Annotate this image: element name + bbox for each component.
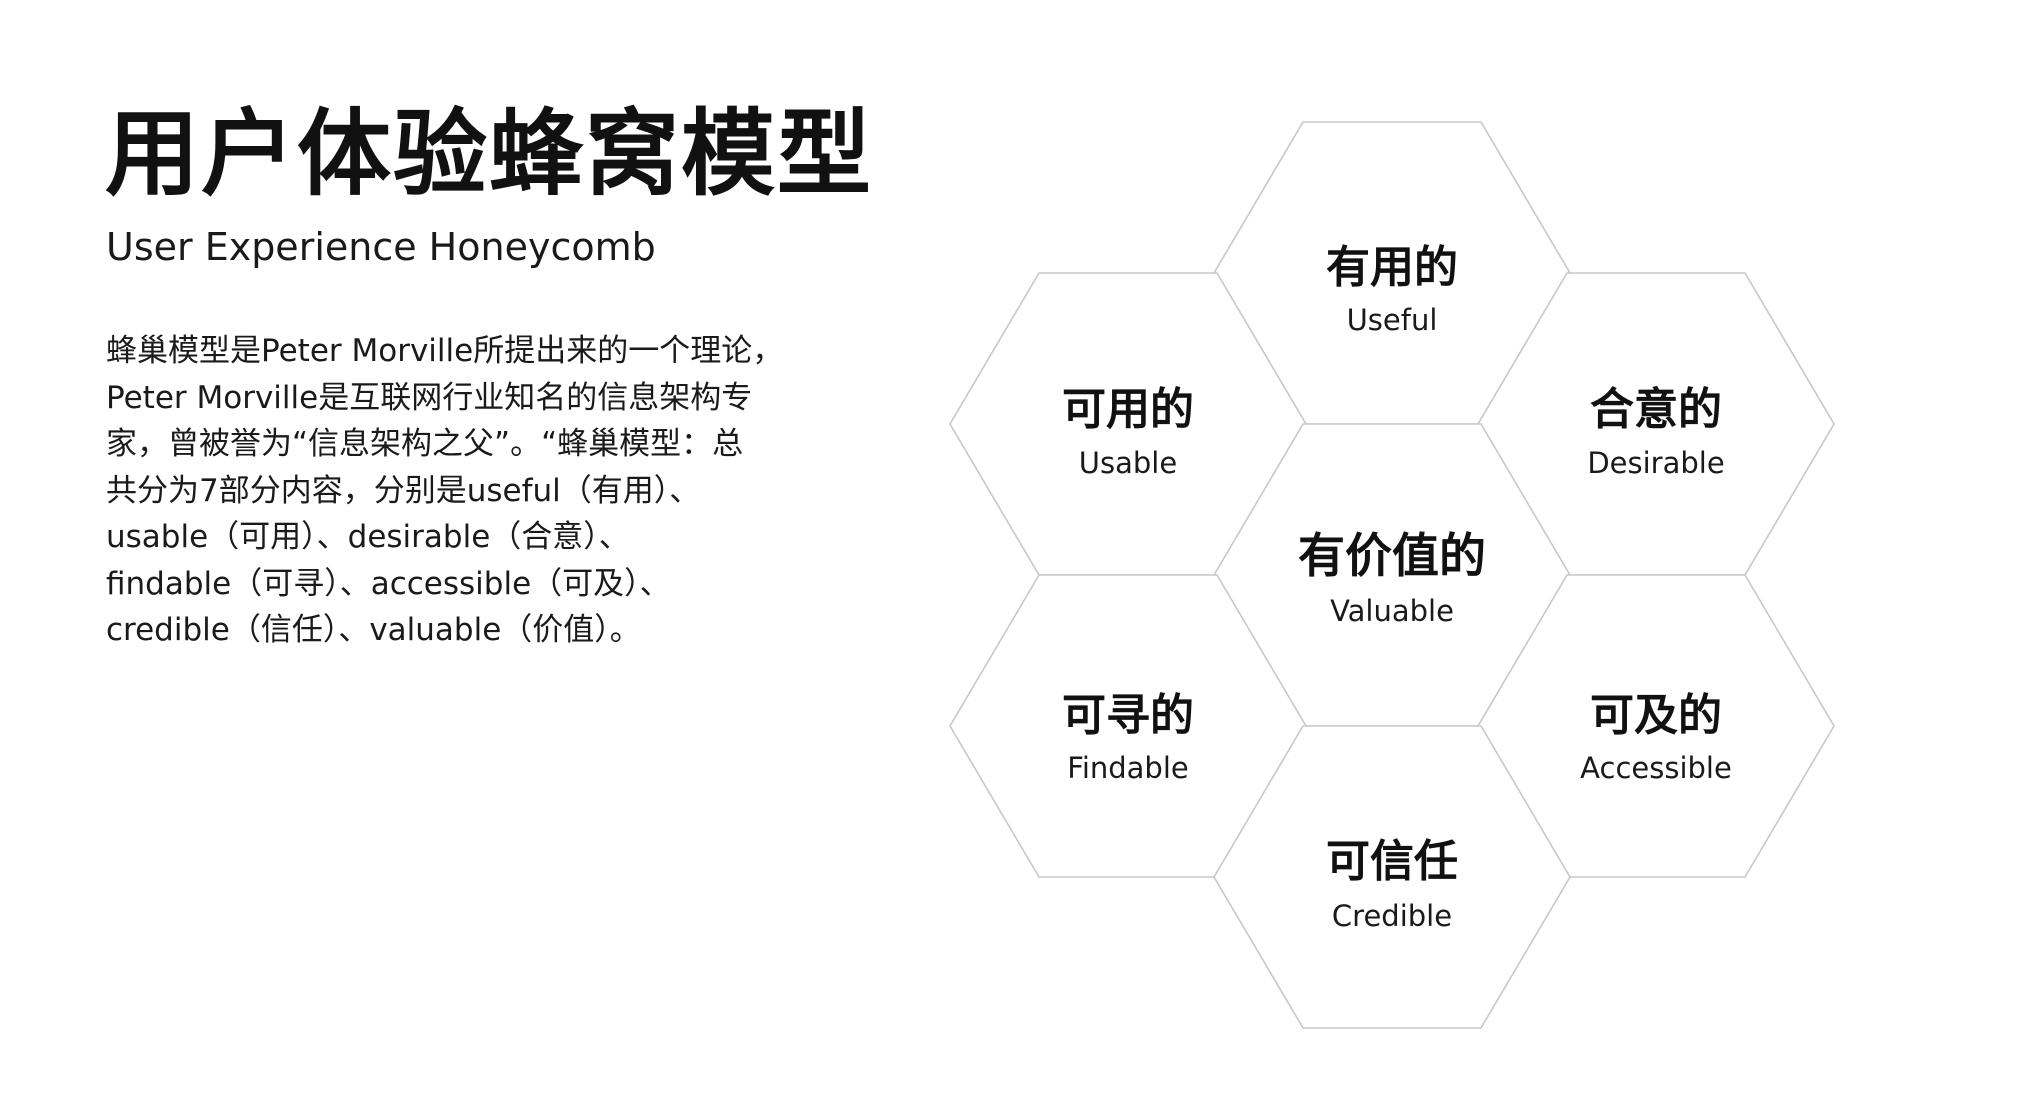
description-line: usable（可用）、desirable（合意）、 [106, 519, 630, 555]
description-line: findable（可寻）、accessible（可及）、 [106, 565, 671, 602]
hex-label-en-desirable: Desirable [1587, 446, 1724, 480]
hex-label-zh-valuable: 有价值的 [1298, 529, 1486, 584]
description-paragraph: 蜂巢模型是Peter Morville所提出来的一个理论， Peter Morv… [106, 328, 826, 654]
hex-cell-accessible: 可及的 Accessible [1477, 574, 1835, 878]
hex-cell-useful: 有用的 Useful [1213, 121, 1571, 425]
description-line: credible（信任）、valuable（价值）。 [106, 612, 641, 648]
description-line: Peter Morville是互联网行业知名的信息架构专 [106, 379, 753, 416]
hex-label-zh-accessible: 可及的 [1590, 690, 1722, 741]
page-subtitle: User Experience Honeycomb [106, 225, 656, 269]
hex-label-en-usable: Usable [1079, 446, 1177, 480]
description-line: 共分为7部分内容，分别是useful（有用）、 [106, 472, 701, 509]
hex-cell-valuable: 有价值的 Valuable [1213, 423, 1571, 727]
hex-label-en-findable: Findable [1067, 751, 1189, 785]
hex-label-zh-usable: 可用的 [1062, 384, 1194, 435]
hex-label-zh-credible: 可信任 [1326, 836, 1458, 887]
page-title: 用户体验蜂窝模型 [105, 100, 874, 209]
description-line: 蜂巢模型是Peter Morville所提出来的一个理论， [106, 333, 784, 369]
description-line: 家，曾被誉为“信息架构之父”。“蜂巢模型：总 [106, 426, 744, 462]
hex-label-en-credible: Credible [1332, 899, 1452, 933]
hex-shape-credible [1213, 725, 1571, 1029]
hex-cell-findable: 可寻的 Findable [949, 574, 1307, 878]
hex-cell-credible: 可信任 Credible [1213, 725, 1571, 1029]
hex-label-en-accessible: Accessible [1580, 751, 1732, 785]
hex-label-zh-desirable: 合意的 [1590, 384, 1722, 435]
hex-label-zh-useful: 有用的 [1326, 242, 1458, 293]
hex-label-zh-findable: 可寻的 [1062, 690, 1194, 741]
hex-label-en-useful: Useful [1347, 303, 1438, 337]
hex-label-en-valuable: Valuable [1330, 594, 1454, 628]
